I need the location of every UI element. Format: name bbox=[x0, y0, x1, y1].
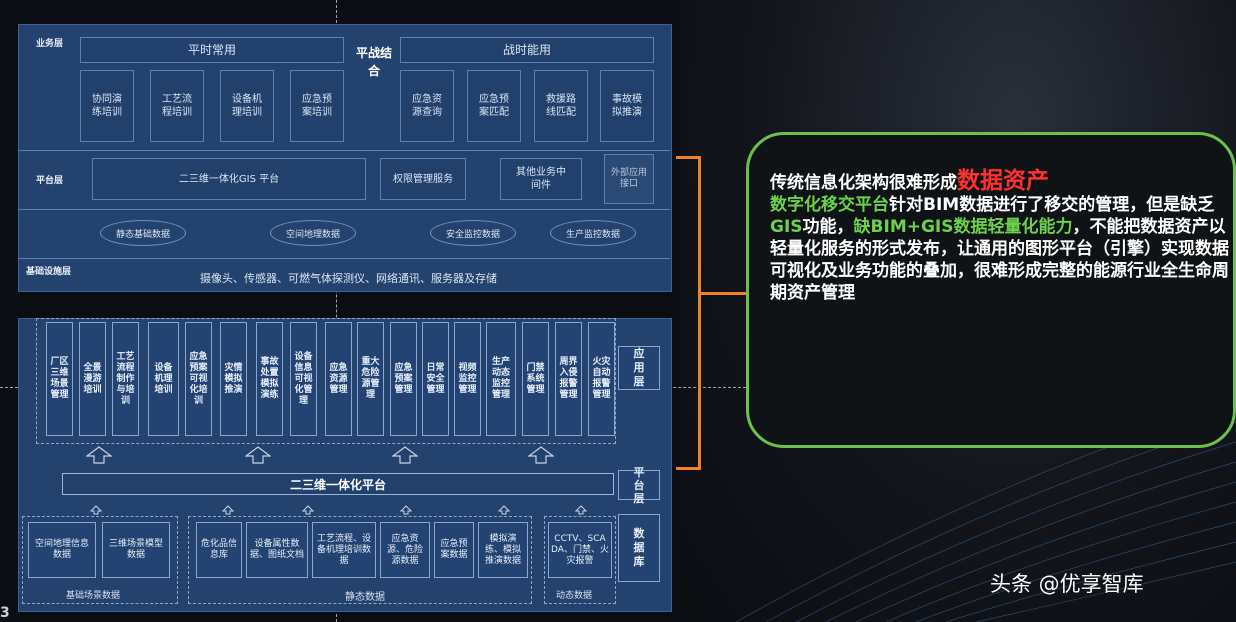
watermark: 头条 @优享智库 bbox=[990, 572, 1144, 596]
app-item-8: 设备信息可视化管理 bbox=[290, 322, 317, 436]
app-item-9: 应急资源管理 bbox=[325, 322, 352, 436]
gis-platform-box: 二三维一体化GIS 平台 bbox=[92, 158, 366, 200]
peace-item-1: 协同演练培训 bbox=[80, 70, 134, 142]
peace-item-2: 工艺流程培训 bbox=[150, 70, 204, 142]
war-item-2: 应急预案匹配 bbox=[467, 70, 521, 142]
app-item-6: 灾情模拟推演 bbox=[220, 322, 247, 436]
dynamic-data-label: 动态数据 bbox=[556, 591, 593, 601]
callout-p2: 针对BIM数据进行了移交的管理，但是缺乏 bbox=[889, 195, 1215, 215]
callout-p3: ，不能把数据资产以轻量化服务的形式发布，让通用的图形平台（引擎）实现数据可视化及… bbox=[770, 217, 1229, 303]
app-item-3: 工艺流程制作与培训 bbox=[112, 322, 139, 436]
data-oval-static: 静态基础数据 bbox=[100, 220, 186, 246]
data-oval-safety: 安全监控数据 bbox=[430, 220, 516, 246]
peace-item-3: 设备机理培训 bbox=[220, 70, 274, 142]
base-item-2: 三维场景模型数据 bbox=[102, 522, 170, 578]
app-item-1: 厂区三维场景管理 bbox=[46, 322, 73, 436]
peacetime-header: 平时常用 bbox=[80, 37, 344, 63]
orange-connector bbox=[698, 292, 748, 295]
app-layer-label: 应用层 bbox=[618, 346, 660, 390]
layer-platform-label: 平台层 bbox=[36, 176, 64, 186]
app-item-17: 火灾自动报警管理 bbox=[588, 322, 615, 436]
war-item-4: 事故模拟推演 bbox=[600, 70, 654, 142]
decorative-mesh bbox=[736, 401, 1236, 622]
callout-box bbox=[746, 132, 1236, 448]
up-arrow-icon bbox=[86, 446, 112, 464]
data-oval-spatial: 空间地理数据 bbox=[270, 220, 356, 246]
wartime-header: 战时能用 bbox=[400, 37, 654, 63]
app-layer-frame bbox=[36, 318, 616, 444]
external-api-box: 外部应用接口 bbox=[604, 154, 654, 204]
callout-highlight-green-2: 缺BIM+GIS数据轻量化能力 bbox=[853, 217, 1073, 237]
base-data-group bbox=[22, 516, 178, 604]
data-oval-production: 生产监控数据 bbox=[550, 220, 636, 246]
auth-service-box: 权限管理服务 bbox=[380, 158, 466, 200]
platform-bar: 二三维一体化平台 bbox=[62, 473, 614, 495]
app-item-4: 设备机理培训 bbox=[148, 322, 179, 436]
base-item-1: 空间地理信息数据 bbox=[28, 522, 96, 578]
static-item-5: 应急预案数据 bbox=[434, 522, 474, 578]
small-up-arrow-icon bbox=[302, 505, 314, 515]
app-item-5: 应急预案可视化培训 bbox=[185, 322, 212, 436]
callout-highlight-green: 数字化移交平台 bbox=[770, 195, 889, 215]
static-item-3: 工艺流程、设备机理培训数据 bbox=[312, 522, 376, 578]
orange-bracket bbox=[676, 156, 701, 470]
callout-p2b: 功能， bbox=[802, 217, 854, 237]
combine-label: 平战结合 bbox=[356, 46, 393, 78]
db-layer-label: 数据库 bbox=[618, 514, 660, 582]
platform-row bbox=[18, 150, 670, 210]
static-data-group bbox=[188, 516, 532, 604]
infra-text: 摄像头、传感器、可燃气体探测仪、网络通讯、服务器及存储 bbox=[200, 272, 497, 285]
static-item-1: 危化品信息库 bbox=[196, 522, 242, 578]
base-data-label: 基础场景数据 bbox=[66, 591, 121, 601]
callout-p1: 传统信息化架构很难形成 bbox=[770, 173, 957, 193]
small-up-arrow-icon bbox=[90, 505, 102, 515]
guide-line-vertical bbox=[336, 0, 337, 622]
static-item-4: 应急资源、危险源数据 bbox=[380, 522, 430, 578]
app-item-16: 周界入侵报警管理 bbox=[555, 322, 582, 436]
up-arrow-icon bbox=[528, 446, 554, 464]
layer-business-label: 业务层 bbox=[36, 39, 64, 49]
app-item-14: 生产动态监控管理 bbox=[486, 322, 516, 436]
small-up-arrow-icon bbox=[498, 505, 510, 515]
app-item-13: 视频监控管理 bbox=[454, 322, 481, 436]
callout-highlight-red: 数据资产 bbox=[957, 168, 1049, 194]
up-arrow-icon bbox=[392, 446, 418, 464]
small-up-arrow-icon bbox=[400, 505, 412, 515]
callout-text: 传统信息化架构很难形成数据资产 数字化移交平台针对BIM数据进行了移交的管理，但… bbox=[770, 170, 1230, 304]
page-number: 3 bbox=[0, 605, 10, 621]
peace-item-4: 应急预案培训 bbox=[290, 70, 344, 142]
layer-infra-label: 基础设施层 bbox=[26, 267, 72, 277]
dynamic-data-group bbox=[544, 516, 616, 604]
platform-layer-label: 平台层 bbox=[618, 466, 660, 505]
callout-gis: GIS bbox=[770, 217, 803, 237]
static-item-2: 设备属性数据、图纸文档 bbox=[246, 522, 308, 578]
middleware-box: 其他业务中间件 bbox=[500, 158, 582, 200]
app-item-10: 重大危险源管理 bbox=[357, 322, 384, 436]
app-item-15: 门禁系统管理 bbox=[522, 322, 549, 436]
static-data-label: 静态数据 bbox=[345, 592, 385, 603]
app-item-11: 应急预案管理 bbox=[390, 322, 417, 436]
war-item-3: 救援路线匹配 bbox=[534, 70, 588, 142]
small-up-arrow-icon bbox=[575, 505, 587, 515]
infra-row bbox=[18, 258, 670, 291]
up-arrow-icon bbox=[245, 446, 271, 464]
small-up-arrow-icon bbox=[222, 505, 234, 515]
war-item-1: 应急资源查询 bbox=[400, 70, 454, 142]
static-item-6: 模拟演练、模拟推演数据 bbox=[478, 522, 528, 578]
app-item-2: 全景漫游培训 bbox=[79, 322, 106, 436]
dynamic-item-1: CCTV、SCADA、门禁、火灾报警 bbox=[548, 522, 612, 578]
app-item-12: 日常安全管理 bbox=[422, 322, 449, 436]
app-item-7: 事故处置模拟演练 bbox=[256, 322, 283, 436]
